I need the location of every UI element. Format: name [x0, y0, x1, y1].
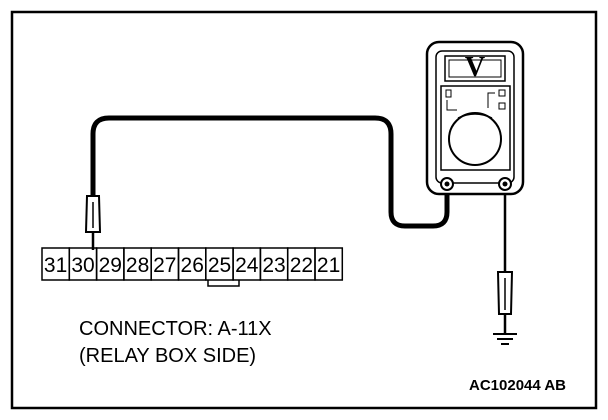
- indicator-small-left: [445, 89, 452, 98]
- connector-pin-label: 29: [99, 254, 122, 277]
- connector-pin-21: 21: [314, 247, 344, 281]
- connector-pin-30: 30: [68, 247, 98, 281]
- connector-pin-label: 27: [153, 254, 176, 277]
- connector-pin-28: 28: [123, 247, 152, 281]
- connector-pin-label: 30: [71, 254, 94, 277]
- connector-side-label: (RELAY BOX SIDE): [79, 345, 256, 367]
- back-probe: [84, 195, 102, 250]
- connector-key: [207, 280, 240, 287]
- meter-mode-label: V: [465, 52, 485, 83]
- rotary-dial: [448, 112, 502, 166]
- connector-pin-label: 23: [262, 254, 285, 277]
- figure-code: AC102044 AB: [469, 377, 566, 394]
- connector-name-label: CONNECTOR: A-11X: [79, 318, 272, 340]
- com-terminal: [440, 177, 454, 191]
- volt-terminal: [498, 177, 512, 191]
- connector-pin-label: 24: [235, 254, 259, 277]
- test-lead-wire: [90, 115, 450, 229]
- indicator-small-right-bottom: [498, 102, 506, 110]
- connector-pin-31: 31: [41, 247, 71, 281]
- connector-pin-26: 26: [177, 247, 207, 281]
- connector-pin-label: 31: [44, 254, 67, 277]
- connector-pin-23: 23: [259, 247, 289, 281]
- figure-border: [10, 10, 598, 410]
- indicator-small-right-top: [498, 89, 506, 97]
- connector-pin-24: 24: [232, 247, 262, 281]
- connector-pin-label: 25: [208, 254, 231, 277]
- ground-probe: [496, 271, 514, 334]
- ground-icon: [493, 333, 517, 345]
- connector-pin-25: 25: [205, 247, 234, 281]
- connector-pin-label: 21: [317, 254, 340, 277]
- multimeter: V: [425, 40, 525, 196]
- connector-pin-label: 26: [181, 254, 204, 277]
- connector-pin-label: 22: [290, 254, 313, 277]
- connector-pin-29: 29: [95, 247, 125, 281]
- connector-pin-27: 27: [150, 247, 180, 281]
- connector-pin-22: 22: [286, 247, 316, 281]
- connector-pin-label: 28: [126, 254, 149, 277]
